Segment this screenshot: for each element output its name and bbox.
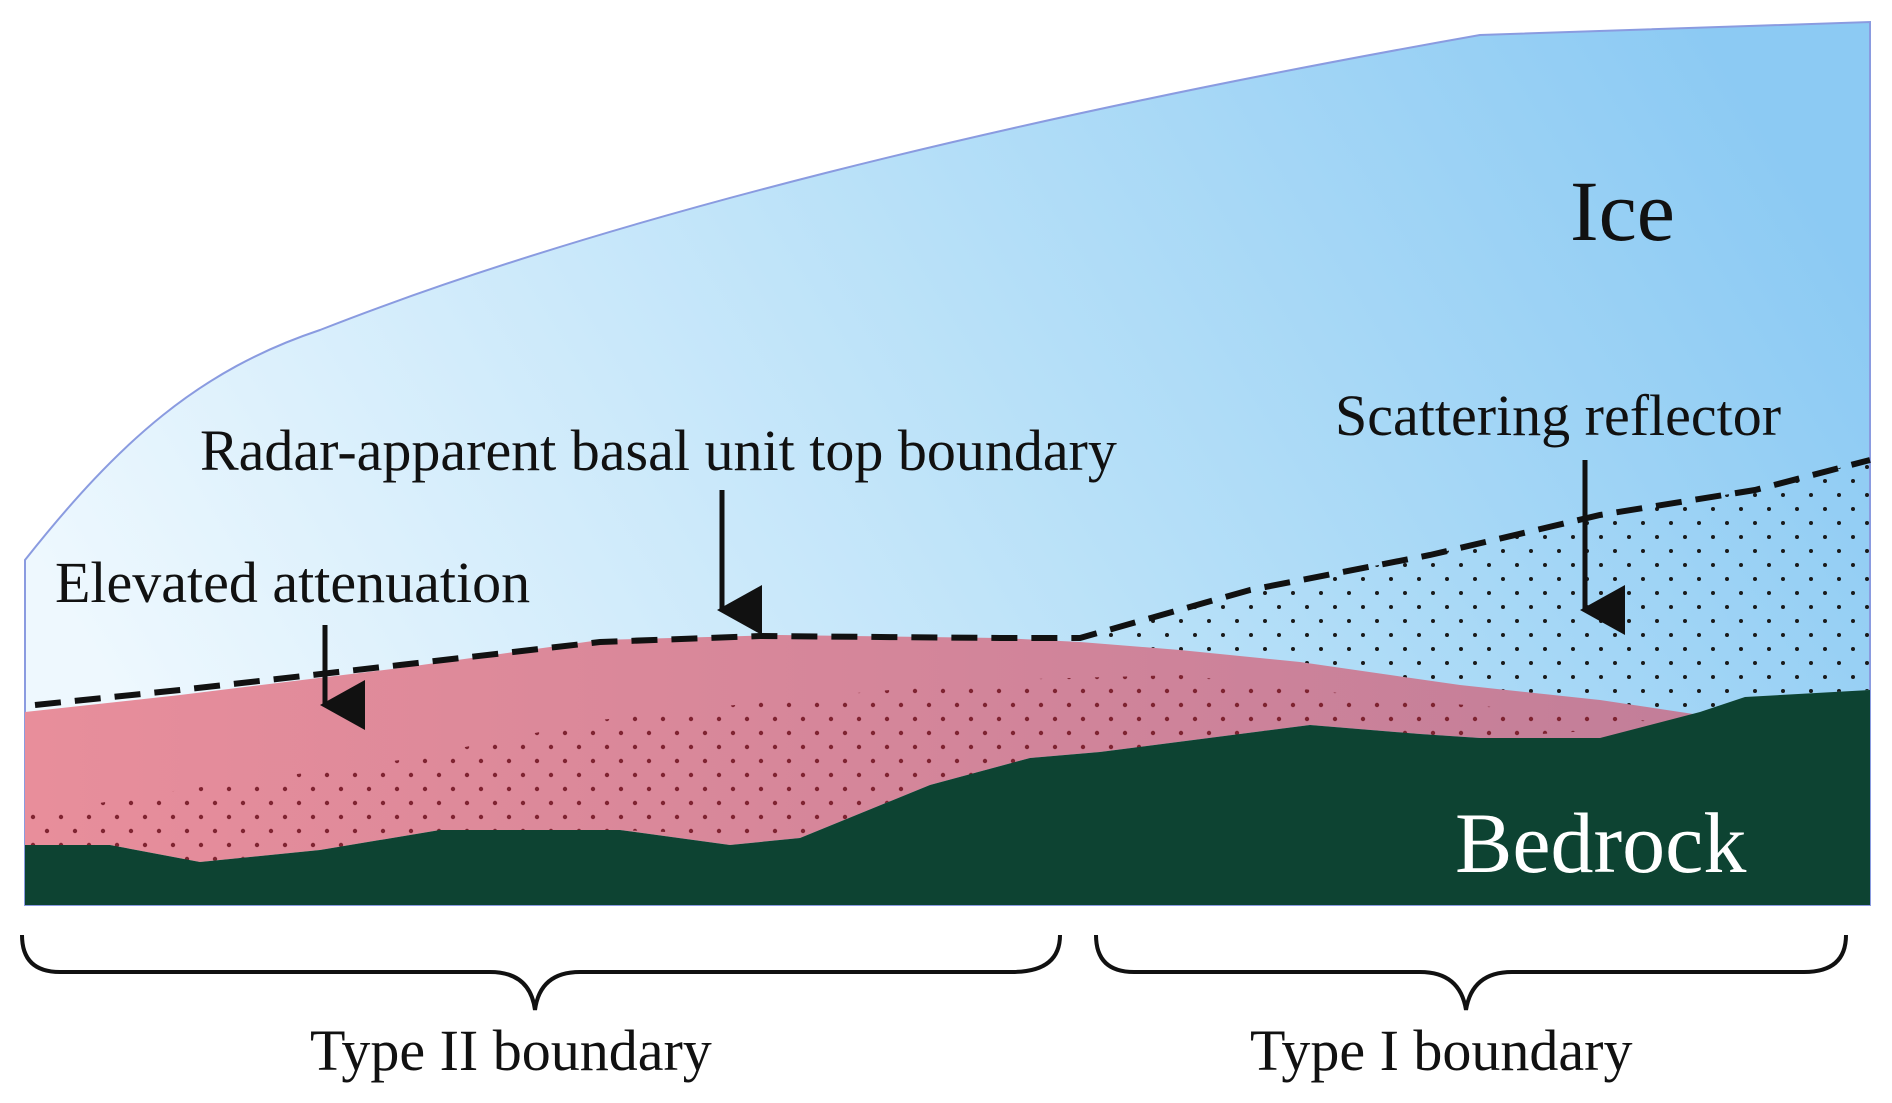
brace-type-ii (20, 934, 1062, 1011)
type-i-boundary-label: Type I boundary (1250, 1018, 1633, 1083)
bedrock-label: Bedrock (1455, 795, 1746, 891)
brace-type-i (1094, 934, 1848, 1011)
radar-boundary-label: Radar-apparent basal unit top boundary (200, 418, 1117, 483)
basal-unit-dots (25, 675, 1680, 862)
type-ii-boundary-label: Type II boundary (310, 1018, 712, 1083)
elevated-attenuation-label: Elevated attenuation (55, 550, 530, 615)
bedrock-layer (25, 690, 1870, 905)
basal-boundary-dashed-line (34, 457, 1871, 708)
scattering-reflector-label: Scattering reflector (1335, 383, 1781, 448)
ice-label: Ice (1570, 163, 1675, 259)
